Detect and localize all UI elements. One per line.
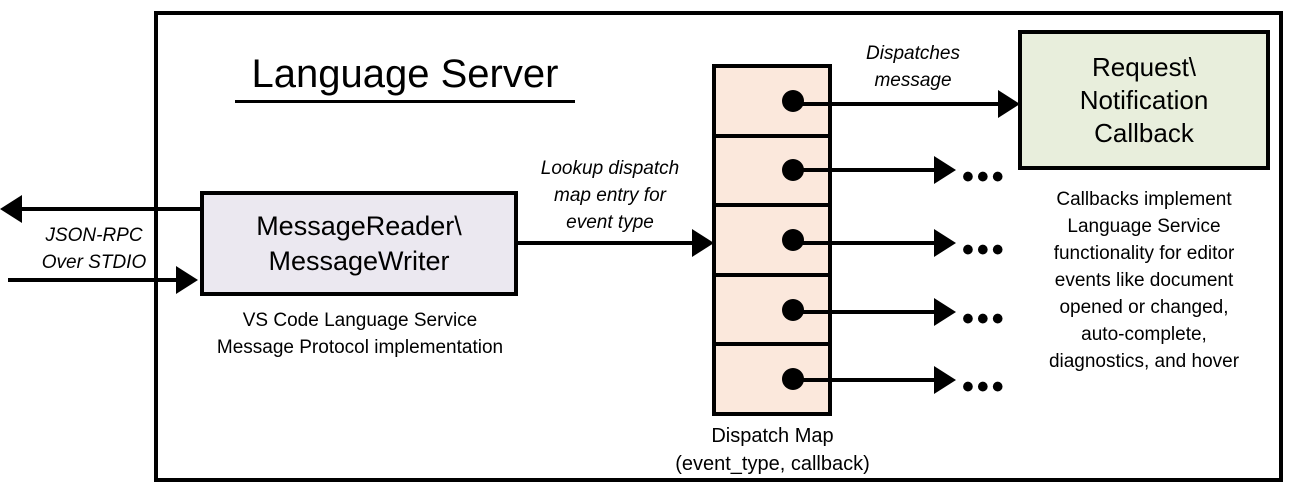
message-reader-writer-box[interactable]: MessageReader\ MessageWriter [200, 191, 518, 296]
callback-desc-line7: diagnostics, and hover [1048, 351, 1240, 372]
dispatch-row5-line [786, 378, 938, 382]
message-caption-line1: VS Code Language Service [242, 310, 478, 331]
callback-desc-line2: Language Service [1067, 216, 1221, 237]
dispatches-label-line2: message [874, 70, 952, 91]
callback-dot-icon [782, 89, 804, 112]
stdio-transport-label: JSON-RPC Over STDIO [14, 222, 174, 276]
lookup-label-line1: Lookup dispatch [540, 158, 680, 179]
dispatch-row5-ellipsis: ••• [962, 368, 1007, 406]
page-title: Language Server [235, 50, 575, 103]
dispatch-map-table[interactable] [712, 64, 832, 416]
outgoing-stdio-line [22, 207, 204, 211]
language-server-boundary [154, 11, 1283, 482]
callback-desc-line1: Callbacks implement [1056, 189, 1232, 210]
dispatch-row3-line [786, 241, 938, 245]
callback-box-line3: Callback [1094, 117, 1194, 148]
dispatches-label-line1: Dispatches [866, 43, 960, 64]
dispatch-row1-line [786, 102, 1002, 106]
message-box-line2: MessageWriter [268, 245, 450, 276]
dispatch-row4-line [786, 310, 938, 314]
callback-dot-icon [782, 298, 804, 321]
request-notification-callback-box[interactable]: Request\ Notification Callback [1018, 30, 1270, 170]
dispatch-row4-arrowhead [934, 298, 956, 326]
callback-desc-line5: opened or changed, [1059, 297, 1229, 318]
callback-desc-line3: functionality for editor [1053, 243, 1235, 264]
callback-description: Callbacks implement Language Service fun… [1005, 186, 1283, 375]
dispatch-row4-ellipsis: ••• [962, 300, 1007, 338]
callback-desc-line4: events like document [1054, 270, 1234, 291]
lookup-dispatch-arrowhead [692, 229, 714, 257]
callback-box-line2: Notification [1079, 84, 1209, 115]
dispatch-map-caption: Dispatch Map (event_type, callback) [645, 422, 900, 478]
dispatch-row2-line [786, 168, 938, 172]
lookup-dispatch-line [518, 241, 694, 245]
outgoing-stdio-arrowhead [0, 195, 22, 223]
dispatch-map-caption-line1: Dispatch Map [711, 425, 834, 447]
callback-desc-line6: auto-complete, [1081, 324, 1207, 345]
dispatches-message-label: Dispatches message [838, 40, 988, 94]
dispatch-row2-ellipsis: ••• [962, 158, 1007, 196]
message-box-caption: VS Code Language Service Message Protoco… [190, 307, 530, 361]
dispatch-row1-arrowhead [998, 90, 1020, 118]
lookup-dispatch-label: Lookup dispatch map entry for event type [515, 155, 705, 236]
dispatch-map-row[interactable] [716, 137, 828, 208]
dispatch-row5-arrowhead [934, 366, 956, 394]
incoming-stdio-arrowhead [176, 266, 198, 294]
stdio-label-line1: JSON-RPC [45, 225, 143, 246]
message-caption-line2: Message Protocol implementation [216, 337, 504, 358]
callback-dot-icon [782, 228, 804, 251]
stdio-label-line2: Over STDIO [41, 252, 147, 273]
dispatch-map-row[interactable] [716, 276, 828, 347]
dispatch-map-caption-line2: (event_type, callback) [675, 453, 870, 475]
message-box-line1: MessageReader\ [256, 210, 462, 241]
dispatch-row3-arrowhead [934, 229, 956, 257]
callback-box-line1: Request\ [1091, 51, 1197, 82]
incoming-stdio-line [8, 278, 176, 282]
lookup-label-line3: event type [566, 212, 654, 233]
lookup-label-line2: map entry for [554, 185, 666, 206]
dispatch-row2-arrowhead [934, 156, 956, 184]
dispatch-row3-ellipsis: ••• [962, 231, 1007, 269]
